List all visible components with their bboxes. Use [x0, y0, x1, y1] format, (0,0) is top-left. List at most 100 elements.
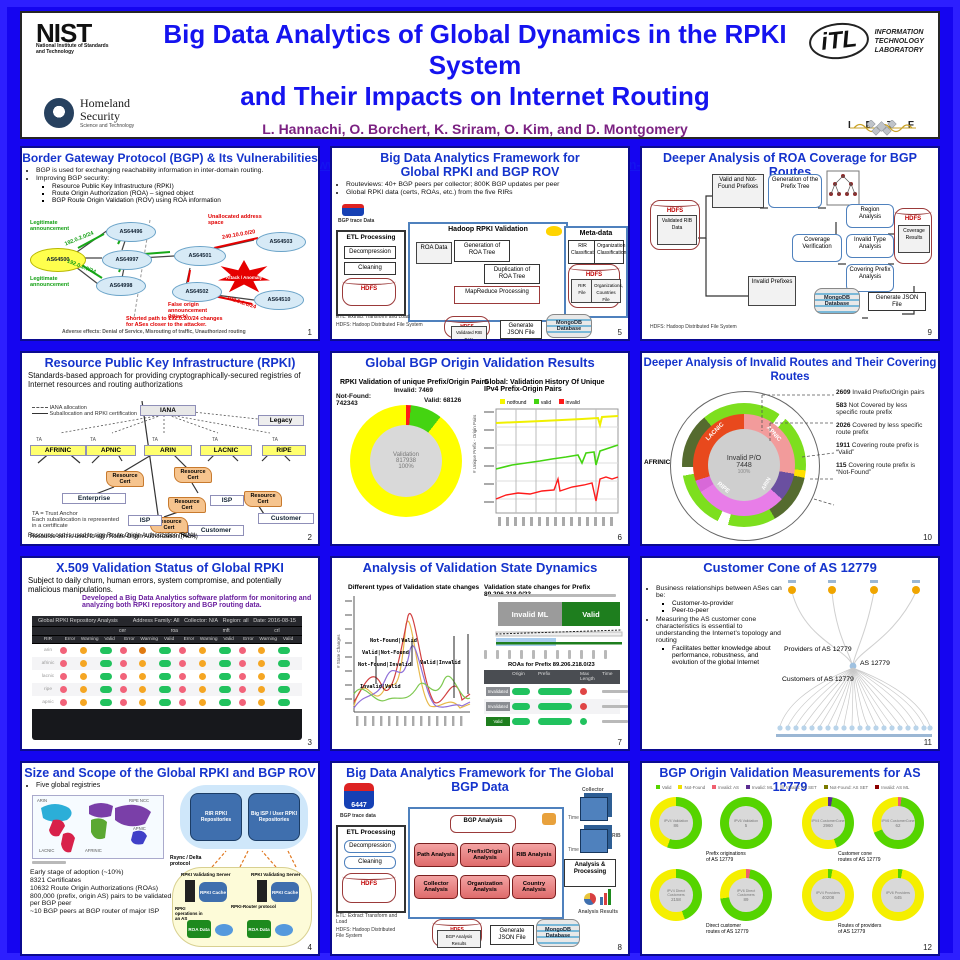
group-cer: cer: [119, 628, 126, 634]
status-row: arin: [32, 644, 302, 657]
label-afrinic: AFRINIC: [644, 459, 671, 466]
roa-col: Origin: [512, 672, 525, 677]
pig-icon: [542, 813, 556, 825]
donut-value: 89: [743, 896, 749, 902]
sunburst-outline: [670, 391, 820, 541]
panel9-b1: Business relationships between ASes can …: [656, 585, 784, 599]
nist-logo: NIST National Institute of Standards and…: [36, 20, 116, 55]
donut-label: IPV4 Validation: [663, 818, 689, 823]
panel9-title: Customer Cone of AS 12779: [703, 560, 877, 575]
itl-line3: LABORATORY: [874, 46, 924, 54]
nist-tagline: National Institute of Standards and Tech…: [36, 43, 109, 55]
footnote-hdfs: HDFS: Hadoop Distributed File System: [336, 927, 396, 939]
panel10-b3: 10632 Route Origin Authorizations (ROAs): [30, 885, 178, 892]
cleaning-box: Cleaning: [344, 856, 396, 869]
dhs-name2: Security: [80, 109, 120, 123]
invalid-prefixes-box: Invalid Prefixes: [748, 276, 796, 306]
validating-server1: RPKI Validating Server: [181, 872, 231, 877]
history-chart: [484, 408, 619, 526]
legend-swatch: [500, 399, 505, 404]
providers-label: Providers of AS 12779: [784, 646, 852, 653]
row-label: afrinic: [41, 661, 55, 666]
donut-label: IPV6 Providers: [886, 890, 910, 895]
callout-invalid: Invalid: 7469: [394, 387, 434, 394]
panel10-title: Size and Scope of the Global RPKI and BG…: [24, 766, 316, 780]
legend-item: Invalid: AS SET: [786, 785, 817, 790]
panel7-title: X.509 Validation Status of Global RPKI: [56, 561, 284, 575]
roa-col: Time: [602, 672, 613, 677]
status-row: ripe: [32, 683, 302, 696]
anno5-text: Covering route prefix is “Not-Found”: [836, 461, 916, 477]
panel2-title1: Big Data Analytics Framework for: [380, 151, 580, 165]
caption2: Customer cone routes of AS 12779: [838, 851, 881, 863]
panel7-body: Subject to daily churn, human errors, sy…: [28, 576, 282, 594]
col-header: Valid: [282, 637, 294, 642]
adverse-effects: Adverse effects: Denial of Service, Misr…: [62, 329, 246, 335]
donut-label: IPV6 CustomerCone: [881, 818, 915, 823]
map-arin: ARIN: [37, 798, 48, 803]
panel-bgp-vulnerabilities: Border Gateway Protocol (BGP) & Its Vuln…: [20, 146, 320, 341]
router-icon: [215, 924, 233, 936]
anno4-text: Covering route prefix is “Valid”: [836, 441, 919, 457]
map-ripe: RIPE NCC: [129, 798, 150, 803]
roa-row: Valid: [484, 714, 628, 729]
panel2-title2: Global RPKI and BGP ROV: [400, 165, 560, 179]
status-row: afrinic: [32, 657, 302, 670]
etl-box: ETL Processing Decompression Cleaning HD…: [336, 825, 406, 913]
anno3-text: Covered by less specific route prefix: [836, 421, 923, 437]
panel-roa-coverage: Deeper Analysis of ROA Coverage for BGP …: [640, 146, 940, 341]
date-ticks: [484, 650, 607, 659]
hadoop-box: Hadoop RPKI Validation ROA Data Generati…: [408, 222, 568, 322]
panel-size-scope: Size and Scope of the Global RPKI and BG…: [20, 761, 320, 956]
gen-prefix-tree-box: Generation of the Prefix Tree: [768, 174, 822, 208]
data-cube: [580, 829, 608, 853]
itl-mark: iTL: [806, 19, 871, 63]
meta-region: Region: all: [222, 618, 249, 624]
rsync-arrows: [211, 850, 297, 868]
mini-gantt: [495, 629, 623, 646]
repo-cloud: RIR RPKI Repositories Big ISP / User RPK…: [180, 785, 308, 849]
label-valid-nf: Valid|Not-Found: [362, 650, 409, 656]
col-header: Warning: [140, 637, 159, 642]
page-number: 2: [307, 533, 312, 542]
isp-node: ISP: [128, 515, 162, 526]
rir-afrinic: AFRINIC: [30, 445, 86, 456]
iana-node: IANA: [140, 405, 196, 416]
analysis-results-icons: [584, 887, 614, 907]
poster: NIST National Institute of Standards and…: [7, 7, 953, 960]
bgp-analysis-container: BGP Analysis Path Analysis Prefix/Origin…: [408, 807, 564, 919]
enterprise-node: Enterprise: [62, 493, 126, 504]
donut-value: 62: [895, 822, 901, 828]
cube-collector-label: Collector: [582, 787, 604, 793]
rpki-router-label: RPKI-Router protocol: [231, 904, 276, 909]
analysis-results-label: Analysis Results: [578, 909, 619, 915]
panel10-b0: Five global registries: [36, 782, 318, 789]
ta-label: TA: [90, 437, 97, 443]
donut-center1: Validation: [393, 452, 419, 458]
panel9-s2: Peer-to-peer: [672, 607, 782, 614]
etl-label: ETL Processing: [346, 829, 396, 836]
col-header: Warning: [80, 637, 99, 642]
label-valid-invalid: Valid|Invalid: [420, 660, 461, 666]
group-mft: mft: [222, 628, 230, 634]
roa-data1: ROA Data: [187, 920, 211, 938]
donut-value: 2158: [671, 896, 681, 902]
meta-family: Address Family: All: [132, 618, 180, 624]
resource-cert: Resource Cert: [168, 497, 206, 513]
panel10-b1: Early stage of adoption (~10%): [30, 869, 178, 876]
donut-legend: Valid Not-Found Invalid: AS Invalid: ML …: [656, 785, 926, 790]
panel2-bullet1: Routeviews: 40+ BGP peers per collector;…: [346, 181, 628, 188]
legacy-node: Legacy: [258, 415, 304, 426]
donut-value: 40208: [821, 894, 835, 900]
panel-grid: Border Gateway Protocol (BGP) & Its Vuln…: [20, 146, 940, 956]
sunburst-center2: 7448: [736, 462, 752, 469]
panel-global-results: Global BGP Origin Validation Results RPK…: [330, 351, 630, 546]
legend-valid: valid: [540, 400, 552, 406]
prefix-tree-icon: [826, 170, 860, 206]
generate-json: Generate JSON File: [868, 292, 926, 311]
rir-class-box: RIR Classification: [568, 240, 600, 264]
dhs-subtitle: Science and Technology: [80, 123, 135, 129]
metadata-hdfs-label: HDFS: [585, 272, 603, 278]
